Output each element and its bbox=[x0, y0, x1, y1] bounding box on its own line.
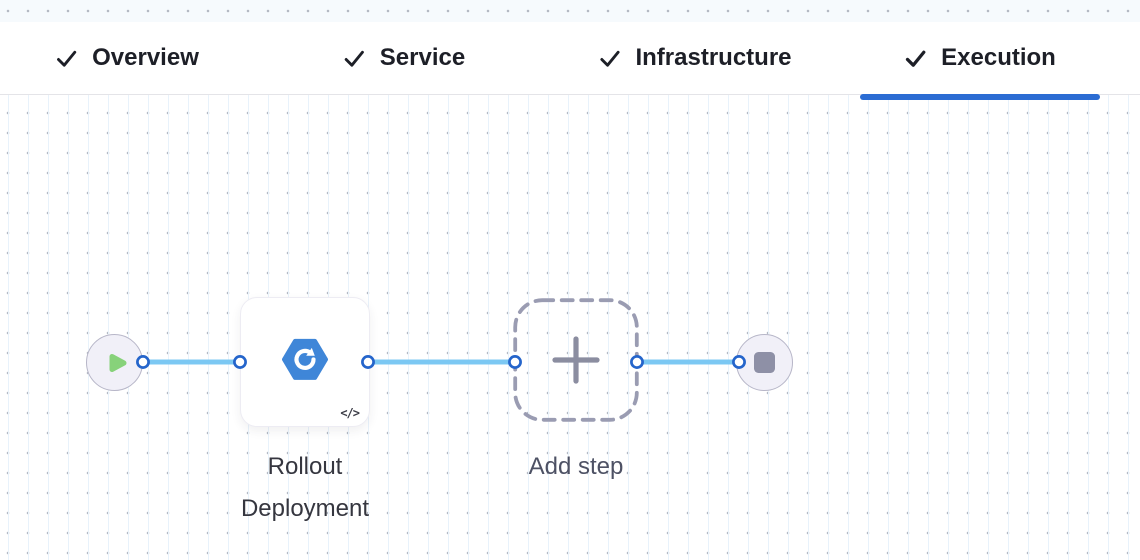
check-icon bbox=[905, 50, 926, 67]
tab-service-label: Service bbox=[379, 44, 466, 71]
pipeline-end-node[interactable] bbox=[736, 334, 793, 391]
tab-infrastructure-label: Infrastructure bbox=[635, 44, 792, 71]
canvas-top-strip bbox=[0, 0, 1140, 22]
add-step-label[interactable]: Add step bbox=[528, 453, 624, 480]
check-icon bbox=[600, 50, 620, 67]
add-step-node[interactable] bbox=[513, 298, 639, 422]
k8s-rollout-icon bbox=[282, 338, 328, 380]
step-card-rollout-deployment[interactable]: </> bbox=[240, 297, 370, 427]
tab-execution-label: Execution bbox=[941, 44, 1056, 71]
add-step-dashed-frame bbox=[513, 298, 639, 422]
step-label: Rollout Deployment bbox=[240, 453, 370, 522]
tab-service[interactable]: Service bbox=[343, 22, 465, 94]
tab-overview[interactable]: Overview bbox=[55, 22, 199, 94]
tab-infrastructure[interactable]: Infrastructure bbox=[598, 22, 792, 94]
stop-icon bbox=[754, 352, 775, 373]
play-icon bbox=[109, 353, 126, 372]
check-icon bbox=[344, 50, 364, 67]
plus-icon bbox=[552, 336, 600, 384]
pipeline-canvas[interactable]: </> Rollout Deployment Add step bbox=[0, 95, 1140, 560]
tab-overview-label: Overview bbox=[92, 44, 199, 71]
check-icon bbox=[57, 50, 77, 67]
pipeline-start-node[interactable] bbox=[86, 334, 143, 391]
tab-execution[interactable]: Execution bbox=[904, 22, 1056, 94]
active-tab-underline bbox=[860, 94, 1100, 100]
stage-setup-tabs: Overview Service Infrastructure Executio… bbox=[0, 22, 1140, 95]
code-icon[interactable]: </> bbox=[340, 406, 360, 420]
